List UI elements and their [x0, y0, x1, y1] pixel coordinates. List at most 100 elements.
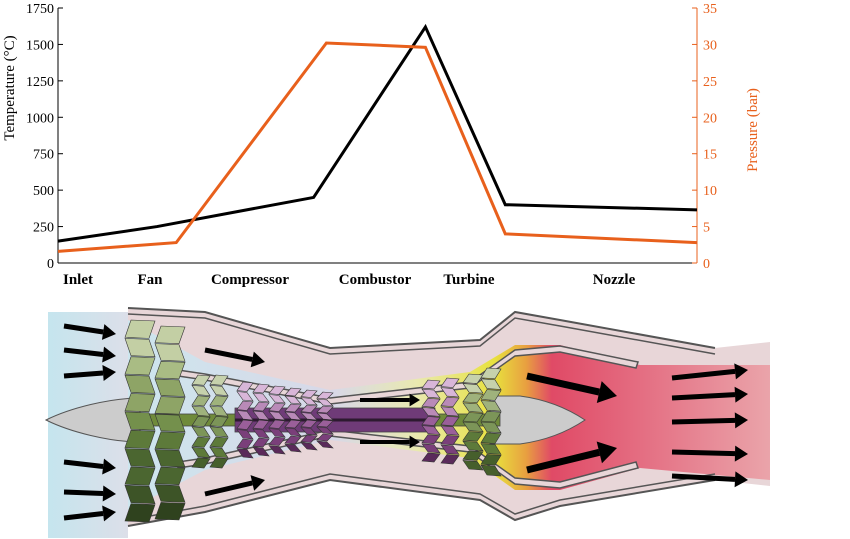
high-pressure-turbine-blade	[421, 434, 441, 445]
high-pressure-compressor-blade	[268, 385, 286, 395]
high-pressure-turbine-blade	[440, 425, 460, 436]
fan-blade	[124, 374, 156, 394]
y-tick-label: 1750	[26, 2, 54, 17]
high-pressure-compressor-blade	[236, 391, 254, 402]
fan-blade	[124, 503, 156, 523]
high-pressure-compressor-blade	[268, 428, 286, 438]
high-pressure-compressor-blade	[268, 445, 286, 455]
fan-blade	[154, 396, 186, 415]
high-pressure-compressor-blade	[316, 398, 334, 407]
high-pressure-compressor-blade	[236, 429, 254, 440]
high-pressure-compressor-blade	[236, 400, 254, 411]
flow-arrow-shaft	[671, 392, 736, 401]
y-axis-label: Temperature (°C)	[2, 35, 18, 140]
high-pressure-compressor-blade	[284, 427, 302, 437]
flow-arrow-head	[734, 471, 748, 488]
high-pressure-compressor-blade	[316, 405, 334, 414]
low-pressure-turbine-blade	[462, 392, 484, 404]
y2-tick-label: 15	[703, 148, 717, 163]
high-pressure-compressor-blade	[300, 434, 318, 443]
high-pressure-turbine-blade	[440, 444, 460, 455]
low-pressure-turbine-blade	[462, 460, 484, 471]
low-pressure-turbine-blade	[462, 383, 484, 394]
flow-arrow-shaft	[204, 347, 253, 362]
low-pressure-turbine-blade	[462, 412, 484, 423]
high-pressure-turbine-blade	[421, 443, 441, 454]
fan-blade	[154, 431, 186, 450]
low-pressure-compressor-blade	[209, 384, 229, 397]
low-pressure-compressor-blade	[209, 436, 229, 448]
y-tick-label: 750	[33, 148, 54, 163]
low-pressure-compressor-blade	[209, 426, 229, 438]
low-pressure-compressor-blade	[209, 457, 229, 469]
flow-arrow-head	[102, 346, 116, 363]
high-pressure-compressor-blade	[236, 410, 254, 421]
flow-arrow-shaft	[63, 489, 104, 496]
high-pressure-compressor-blade	[252, 410, 270, 421]
high-pressure-compressor-blade	[252, 446, 270, 457]
high-pressure-compressor-blade	[300, 397, 318, 406]
low-pressure-turbine-blade	[480, 378, 502, 390]
pressure-line	[57, 41, 698, 253]
high-pressure-compressor-blade	[284, 411, 302, 421]
y-tick-label: 500	[33, 184, 54, 199]
y2-tick-label: 10	[703, 184, 717, 199]
flow-arrow-shaft	[63, 459, 104, 469]
fan-blade	[124, 411, 156, 431]
high-pressure-compressor-blade	[284, 443, 302, 453]
low-pressure-turbine-blade	[462, 373, 484, 384]
high-pressure-compressor-blade	[284, 395, 302, 405]
fan-blade	[154, 360, 186, 380]
y2-tick-label: 20	[703, 111, 717, 126]
high-pressure-turbine-blade	[421, 379, 441, 390]
flow-arrows	[63, 323, 748, 522]
high-pressure-compressor-blade	[252, 383, 270, 394]
high-pressure-compressor-blade	[252, 428, 270, 439]
high-pressure-compressor-blade	[268, 419, 286, 429]
low-pressure-compressor-blade	[209, 395, 229, 407]
low-pressure-compressor-blade	[191, 374, 211, 386]
low-pressure-compressor-blade	[191, 416, 211, 427]
flow-arrow-shaft	[63, 511, 104, 521]
flow-arrow-head	[102, 485, 116, 502]
flow-arrow-head	[596, 381, 617, 403]
flow-arrow-shaft	[526, 448, 601, 474]
y-tick-label: 0	[47, 257, 54, 272]
low-pressure-compressor-blade	[209, 374, 229, 386]
high-pressure-compressor-blade	[316, 440, 334, 449]
flow-arrow-head	[101, 324, 116, 340]
low-pressure-compressor-blade	[191, 405, 211, 417]
low-pressure-compressor-blade	[191, 436, 211, 448]
high-pressure-turbine-blade	[421, 397, 441, 408]
low-pressure-turbine-blade	[480, 389, 502, 401]
flow-arrow-head	[734, 363, 748, 380]
high-pressure-compressor-blade	[300, 404, 318, 413]
high-pressure-compressor-blade	[316, 391, 334, 400]
low-pressure-turbine-blade	[480, 464, 502, 477]
high-pressure-compressor-blade	[300, 442, 318, 451]
high-pressure-compressor-blade	[300, 412, 318, 421]
low-pressure-compressor-blade	[191, 384, 211, 397]
flow-arrow-head	[734, 386, 748, 403]
stage-label-inlet: Inlet	[63, 272, 93, 288]
low-pressure-compressor-blade	[209, 405, 229, 417]
high-pressure-compressor-blade	[268, 411, 286, 421]
low-pressure-compressor-blade	[191, 395, 211, 407]
low-pressure-turbine-blade	[462, 421, 484, 432]
low-pressure-turbine-blade	[462, 431, 484, 442]
high-pressure-turbine-blade	[440, 415, 460, 427]
flow-arrow-head	[596, 441, 617, 464]
high-pressure-compressor-blade	[316, 419, 334, 428]
low-pressure-turbine-blade	[480, 400, 502, 412]
high-pressure-compressor-blade	[252, 401, 270, 412]
tail-cone	[489, 395, 586, 445]
high-pressure-compressor-blade	[268, 436, 286, 446]
high-pressure-compressor-blade	[236, 419, 254, 430]
fan-blade	[154, 413, 186, 433]
high-pressure-turbine-blade	[421, 452, 441, 463]
high-pressure-compressor-blade	[236, 438, 254, 449]
low-pressure-turbine-blade	[480, 421, 502, 434]
flow-arrow-head	[250, 475, 265, 491]
